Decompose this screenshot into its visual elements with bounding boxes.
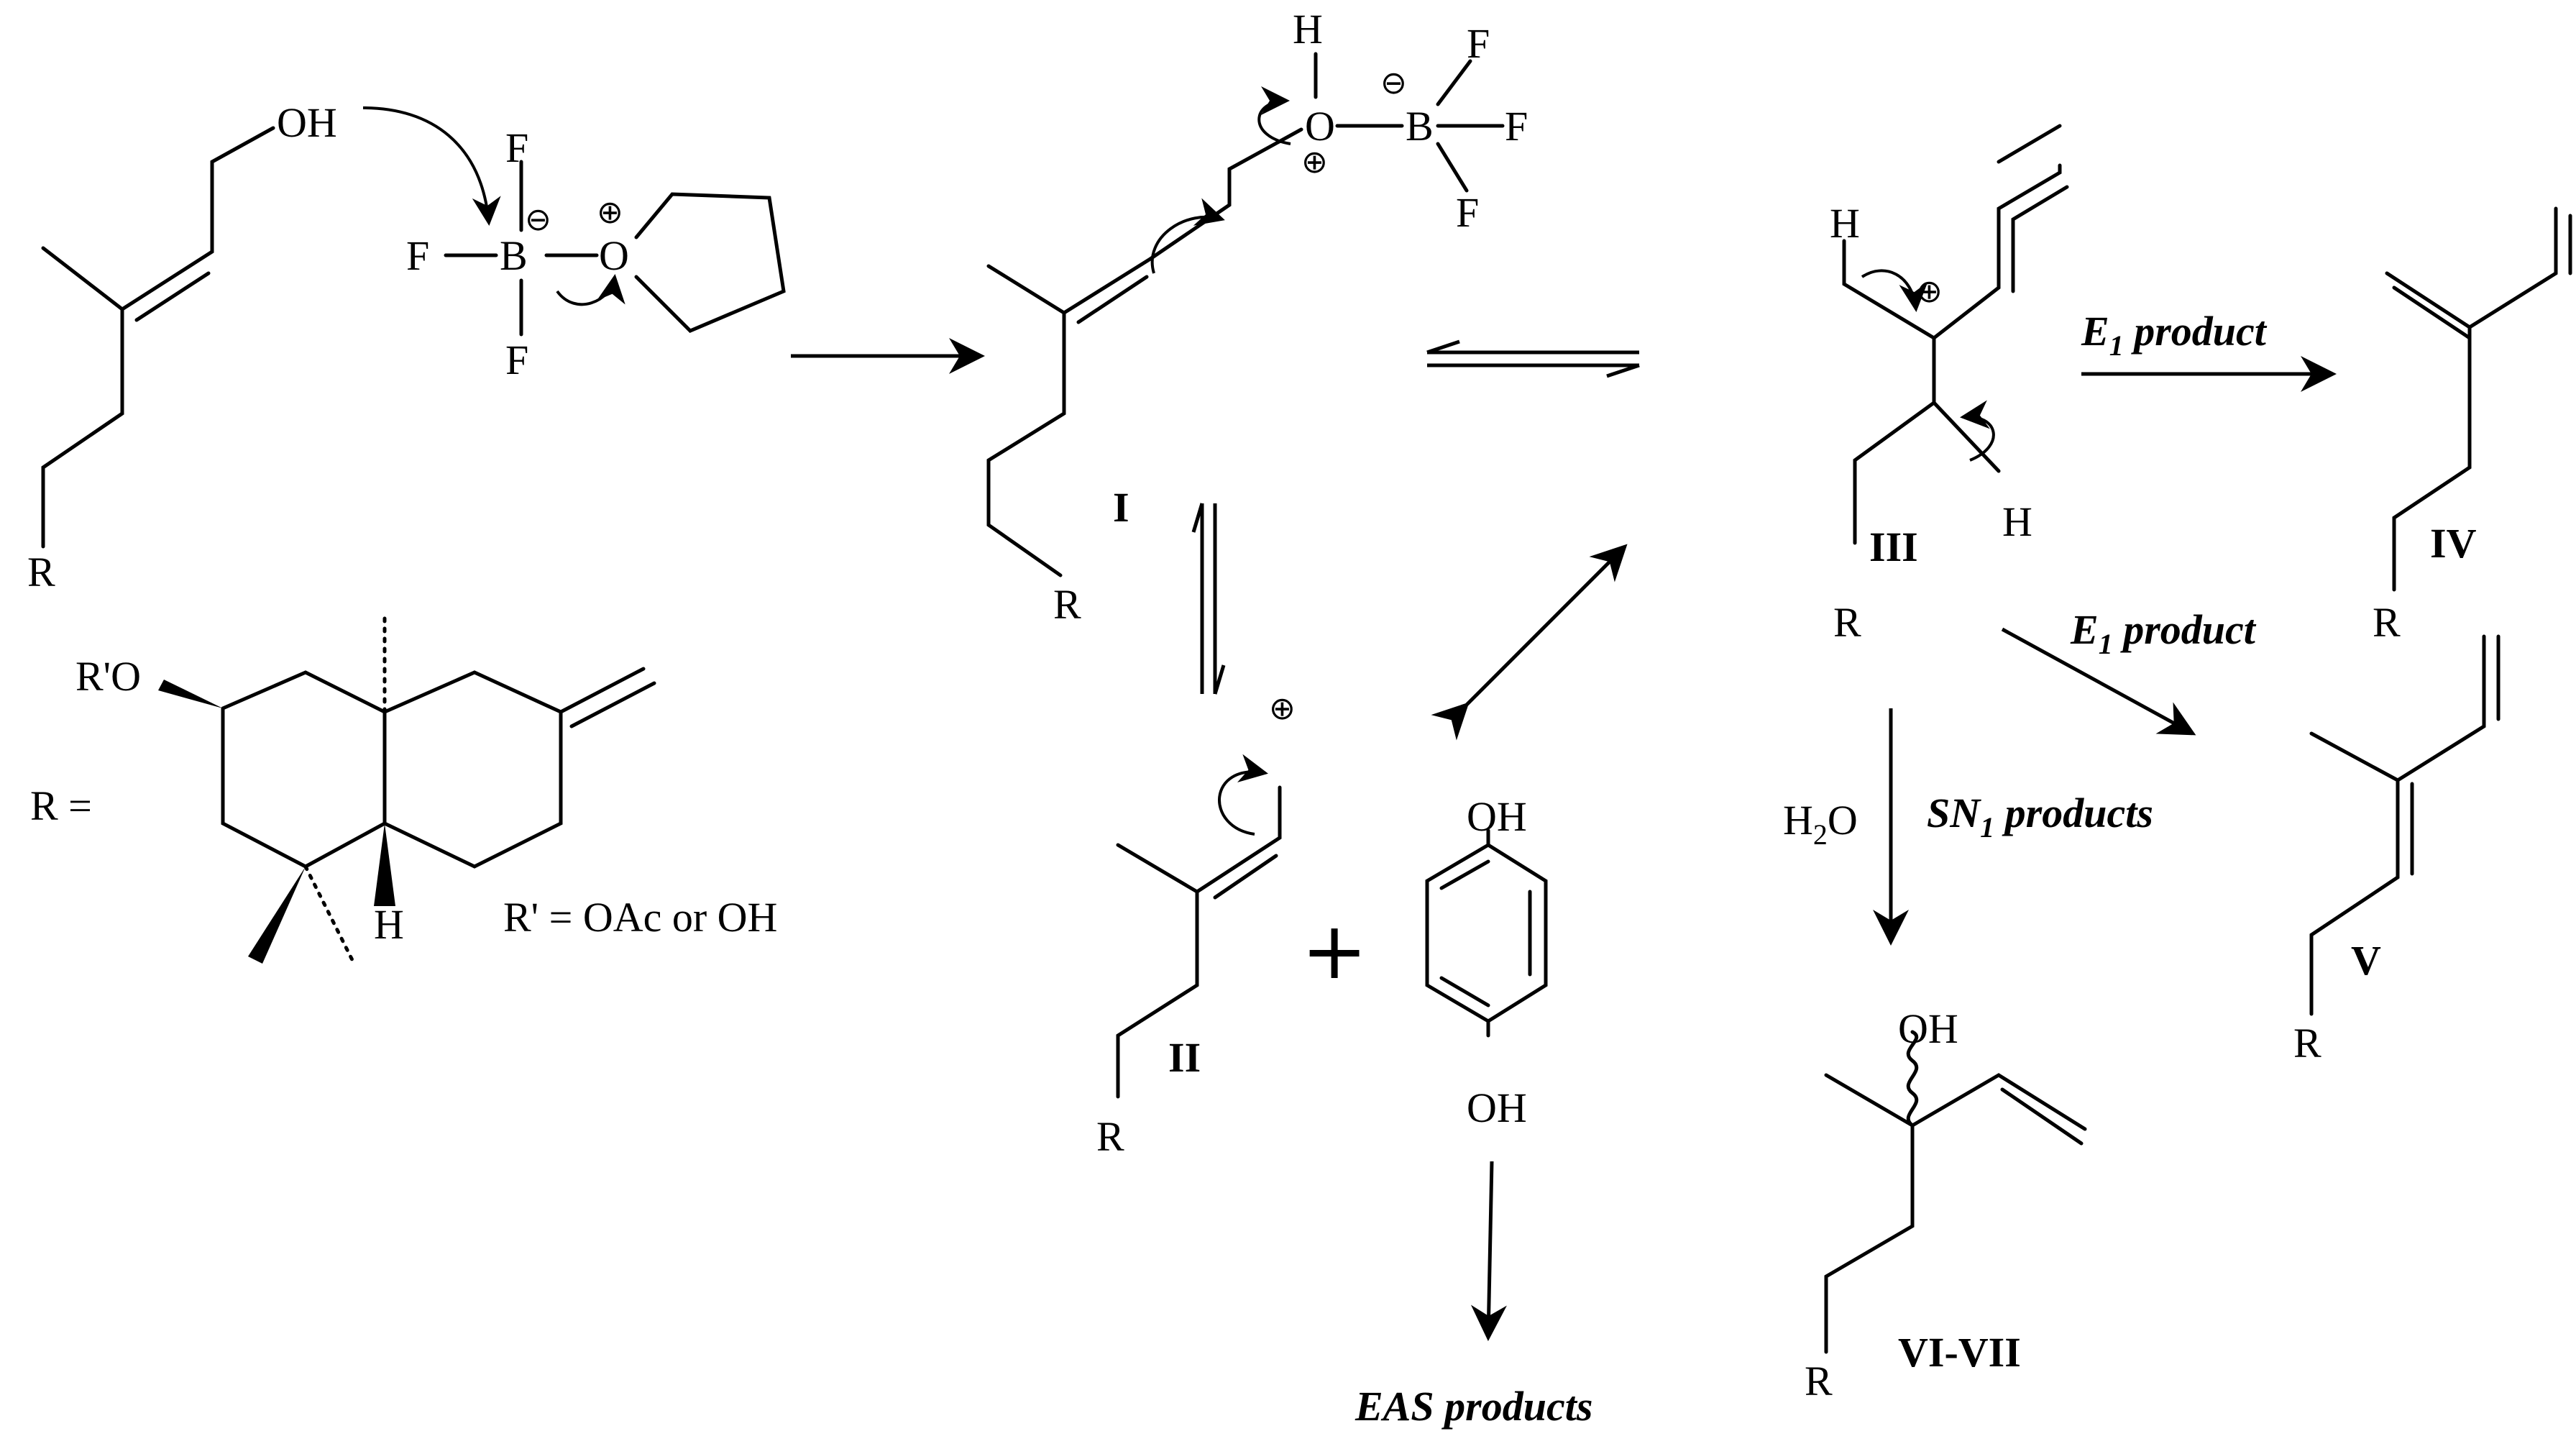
f-left: F (406, 232, 429, 279)
hq-oh-top: OH (1467, 793, 1527, 840)
curly-arrow-I-leave (1257, 86, 1291, 145)
label-VI-VII: VI-VII (1898, 1329, 2021, 1376)
r-label-IV: R (2373, 599, 2401, 646)
eas-label: EAS products (1355, 1383, 1592, 1430)
oxonium-o: O (1305, 103, 1335, 150)
equilibrium-I-III (1426, 339, 1640, 378)
e1-label-top: E1 product (2081, 308, 2268, 362)
f-I-top: F (1467, 20, 1490, 67)
label-III: III (1869, 524, 1918, 570)
hashed-methyl-bottom (303, 864, 354, 962)
iii-plus: ⊕ (1916, 273, 1943, 310)
e1-label-bottom: E1 product (2070, 606, 2257, 660)
r-equals-label: R = (30, 782, 92, 829)
cation-II-plus: ⊕ (1269, 690, 1296, 727)
boron-minus-charge: ⊖ (525, 201, 551, 238)
starting-alcohol: OH R (27, 99, 337, 595)
product-VI-VII: OH R VI-VII (1805, 1005, 2087, 1404)
oxonium-h: H (1293, 6, 1323, 52)
label-I: I (1113, 484, 1129, 531)
r-label-III: R (1833, 599, 1861, 646)
eas-arrow (1470, 1161, 1507, 1341)
f-I-right: F (1505, 103, 1528, 150)
f-bottom: F (505, 337, 528, 383)
r-label-II: R (1096, 1113, 1124, 1160)
label-II: II (1168, 1034, 1201, 1081)
label-IV: IV (2430, 520, 2477, 567)
r-prime-note: R' = OAc or OH (503, 894, 777, 941)
curly-arrow-I-pi (1150, 198, 1225, 274)
curly-arrow-bo-cleave (556, 274, 625, 306)
curly-arrow-II (1218, 754, 1268, 836)
label-V: V (2351, 937, 2381, 984)
product-IV: R IV (2373, 206, 2572, 646)
vi-vii-oh: OH (1898, 1005, 1958, 1052)
r-label-V: R (2293, 1020, 2321, 1066)
wedge-h (374, 823, 395, 906)
ring-h-label: H (374, 901, 404, 948)
equilibrium-I-II (1191, 503, 1226, 695)
f-top: F (505, 124, 528, 171)
boron-I: B (1406, 103, 1434, 150)
oxonium-plus: ⊕ (1301, 144, 1328, 180)
r-group-definition: R = R'O H R' = OAc or OH (30, 616, 777, 964)
r-label: R (27, 549, 55, 595)
hq-oh-bottom: OH (1467, 1084, 1527, 1131)
plus-sign: + (1301, 905, 1367, 997)
curly-arrow-oh-to-b (362, 106, 501, 226)
cation-III: H H ⊕ R III (1830, 124, 2069, 646)
resonance-arrow (1431, 544, 1628, 741)
e1-arrow-bottom (2001, 627, 2196, 736)
r-label-VI: R (1805, 1358, 1833, 1404)
thf-oxygen: O (599, 232, 629, 279)
product-V: R V (2293, 634, 2501, 1066)
borate-minus: ⊖ (1380, 65, 1407, 101)
oh-label: OH (277, 99, 337, 146)
f-I-bottom: F (1456, 189, 1479, 236)
bf3-thf-complex: F F B F O ⊖ ⊕ (362, 106, 786, 383)
oxygen-plus-charge: ⊕ (597, 194, 623, 231)
r-prime-o-label: R'O (75, 653, 141, 700)
cation-II: ⊕ R II (1096, 690, 1296, 1160)
sn1-label: SN1 products (1927, 790, 2153, 844)
boron: B (500, 232, 528, 279)
hydroquinone: OH OH (1425, 793, 1548, 1131)
water-label: H2O (1783, 797, 1858, 851)
intermediate-I: R O H B F F F ⊕ ⊖ I (986, 6, 1528, 628)
r-label-I: R (1053, 581, 1081, 628)
curly-arrow-III-bottom (1960, 400, 1995, 462)
iii-h-top: H (1830, 200, 1860, 247)
curly-arrow-III-top (1861, 269, 1928, 312)
iii-h-bottom: H (2002, 498, 2032, 545)
